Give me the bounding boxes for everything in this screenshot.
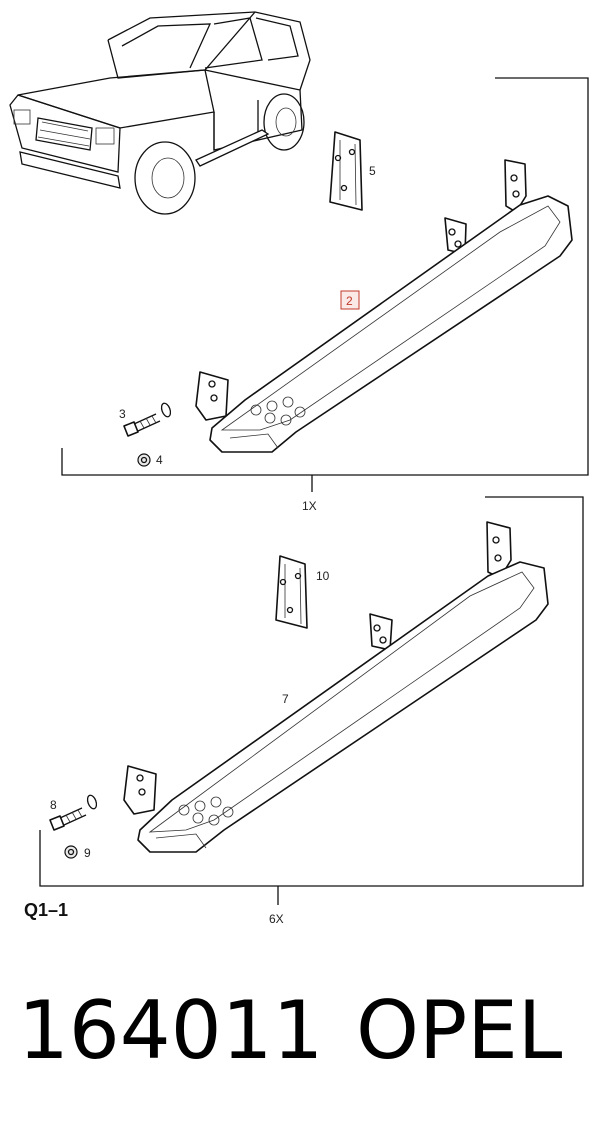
bracket-10-illustration: [275, 555, 308, 629]
label-item-10: 10: [316, 569, 330, 583]
section-label: Q1–1: [24, 900, 68, 920]
brand-name: OPEL: [356, 984, 563, 1077]
rear-bracket-illustration: [504, 159, 527, 213]
front-bracket-illustration: [195, 371, 229, 421]
label-item-5: 5: [369, 164, 376, 178]
label-item-7: 7: [282, 692, 289, 706]
label-item-3: 3: [119, 407, 126, 421]
label-item-9: 9: [84, 846, 91, 860]
bolt-8-illustration: [49, 794, 98, 831]
front-bracket-bottom-illustration: [123, 765, 157, 815]
label-item-2: 2: [346, 294, 353, 308]
label-item-8: 8: [50, 798, 57, 812]
nut-4-illustration: [137, 453, 151, 467]
bracket-5-illustration: [329, 131, 363, 211]
label-item-4: 4: [156, 453, 163, 467]
middle-bracket-bottom-illustration: [369, 613, 393, 651]
running-board-top: [209, 195, 573, 453]
top-group-frame: [61, 77, 589, 492]
label-qty-bottom: 6X: [269, 912, 284, 926]
part-number: 164011: [18, 984, 323, 1077]
nut-9-illustration: [64, 845, 78, 859]
label-item-2-box: 2: [340, 290, 360, 310]
bolt-3-illustration: [123, 402, 172, 437]
bottom-group-frame: [39, 496, 584, 905]
vehicle-illustration: [9, 11, 311, 215]
running-board-bottom: [137, 561, 549, 853]
label-qty-top: 1X: [302, 499, 317, 513]
